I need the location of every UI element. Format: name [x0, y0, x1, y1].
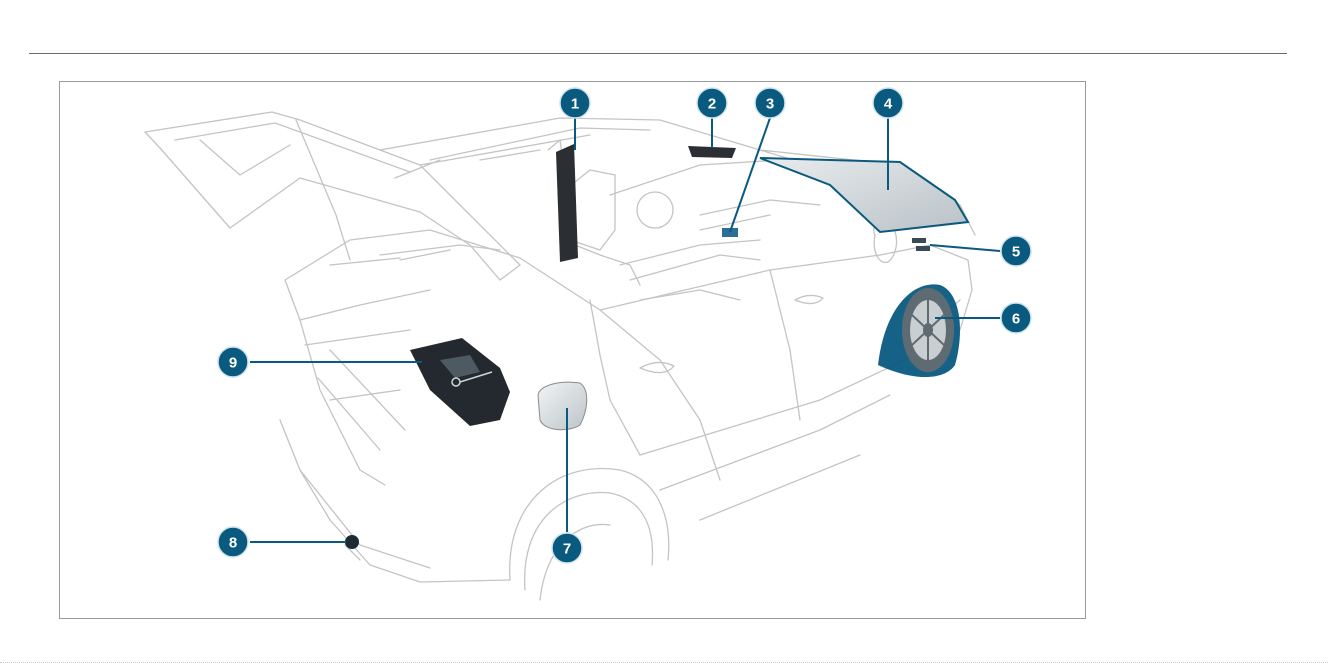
front-sensor-highlight — [912, 238, 930, 251]
trunk-tray-highlight — [410, 338, 510, 426]
callout-4[interactable]: 4 — [873, 88, 903, 118]
tow-hitch-highlight — [345, 535, 359, 549]
svg-text:4: 4 — [884, 96, 893, 113]
pillar-highlight — [556, 144, 578, 262]
callout-6[interactable]: 6 — [1001, 303, 1031, 333]
svg-text:6: 6 — [1012, 311, 1020, 328]
svg-text:3: 3 — [766, 96, 774, 113]
svg-text:7: 7 — [563, 541, 571, 558]
hood-highlight — [760, 158, 968, 232]
callout-7[interactable]: 7 — [552, 533, 582, 563]
callout-5[interactable]: 5 — [1001, 236, 1031, 266]
svg-text:2: 2 — [708, 96, 716, 113]
callout-3[interactable]: 3 — [755, 88, 785, 118]
callout-9[interactable]: 9 — [218, 347, 248, 377]
callout-8[interactable]: 8 — [218, 527, 248, 557]
svg-text:8: 8 — [229, 535, 237, 552]
fuel-flap-highlight — [538, 382, 587, 430]
callout-1[interactable]: 1 — [560, 88, 590, 118]
svg-text:9: 9 — [229, 355, 237, 372]
callout-2[interactable]: 2 — [697, 88, 727, 118]
bottom-dotted-rule — [0, 662, 1328, 663]
front-wheel — [878, 284, 960, 377]
svg-text:1: 1 — [571, 96, 579, 113]
svg-text:5: 5 — [1012, 244, 1020, 261]
